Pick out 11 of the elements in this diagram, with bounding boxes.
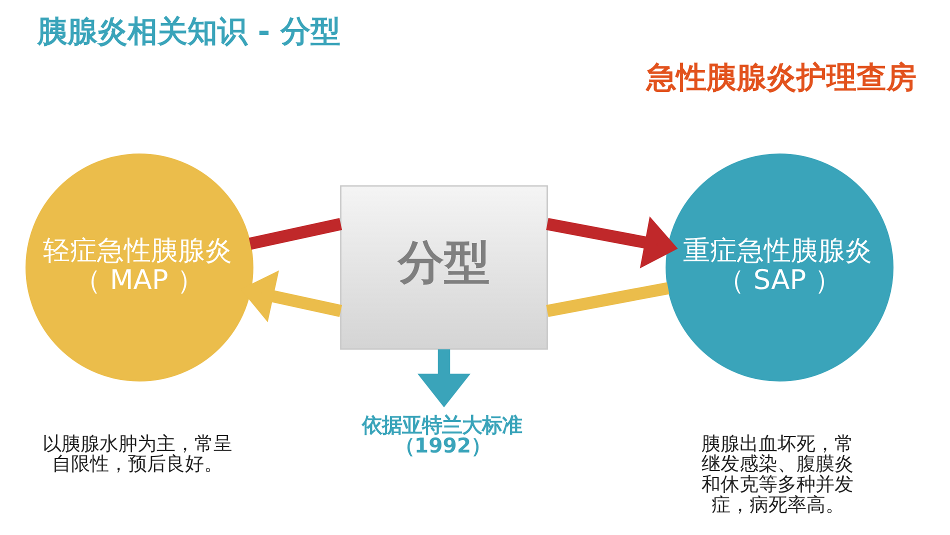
label: 急性胰腺炎护理查房 bbox=[646, 60, 916, 96]
arrow bbox=[546, 216, 678, 268]
node-circle: 轻症急性胰腺炎（ MAP ） bbox=[26, 154, 254, 382]
arrow bbox=[418, 349, 471, 408]
diagram-title: 胰腺炎相关知识 - 分型 bbox=[37, 14, 341, 50]
node-label: 胰腺出血坏死，常继发感染、腹膜炎和休克等多种并发症，病死率高。 bbox=[701, 432, 854, 516]
connector bbox=[248, 218, 342, 250]
node-label: 以胰腺水肿为主，常呈自限性，预后良好。 bbox=[42, 432, 232, 476]
node-text: 依据亚特兰大标准（1992） bbox=[362, 412, 522, 458]
connector bbox=[546, 282, 670, 317]
node-circle: 重症急性胰腺炎（ SAP ） bbox=[666, 154, 894, 382]
